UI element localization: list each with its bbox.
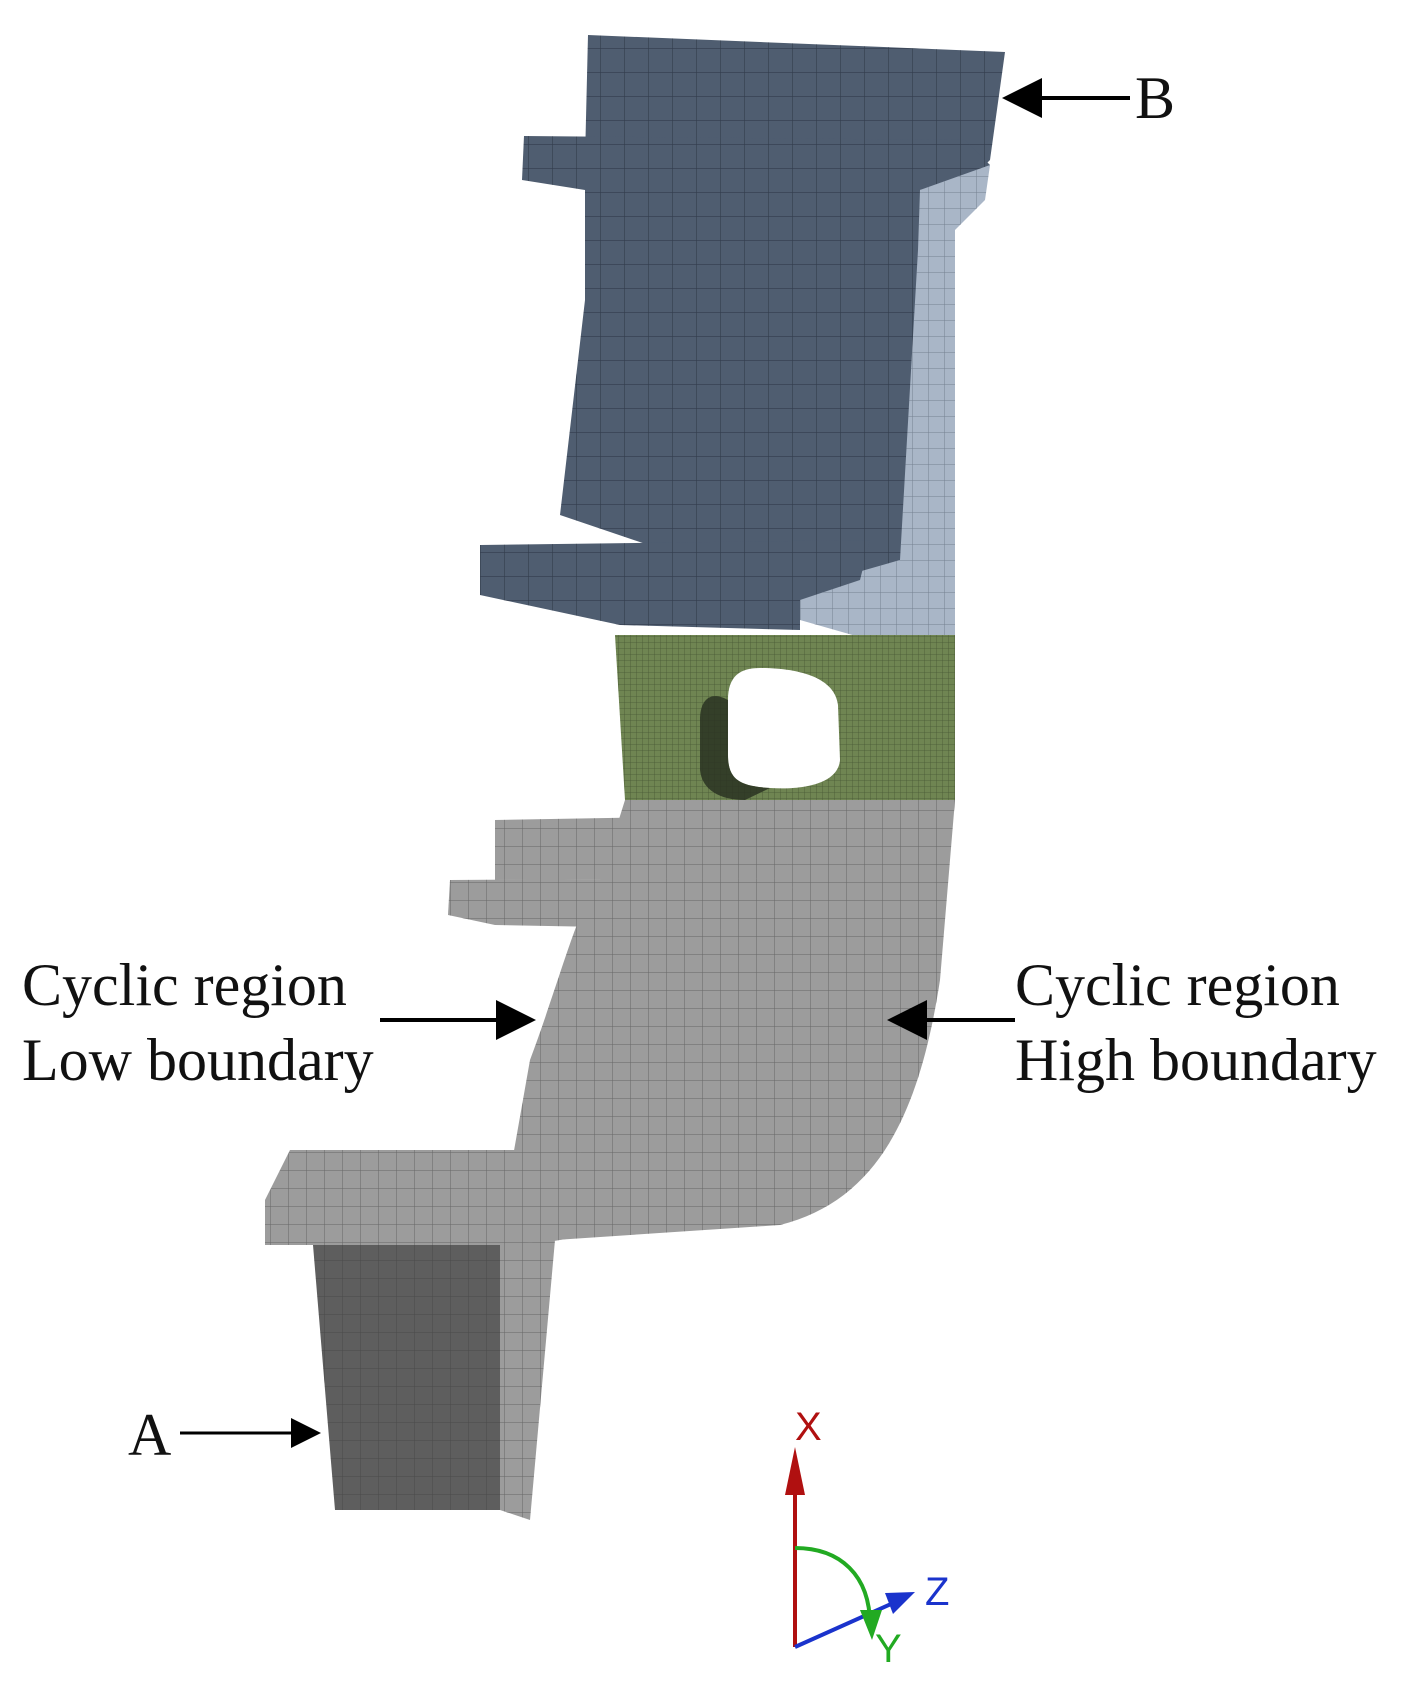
lower-disk-region <box>265 800 955 1520</box>
x-axis-label: X <box>795 1405 822 1449</box>
label-high-line2: High boundary <box>1015 1027 1377 1093</box>
z-axis-line <box>794 1598 901 1649</box>
annotations: B A Cyclic region Low boundary Cyclic re… <box>22 65 1377 1468</box>
label-a: A <box>128 1402 171 1468</box>
z-axis-label: Z <box>925 1570 949 1614</box>
y-rotation-arrowhead <box>860 1610 882 1640</box>
label-low-line2: Low boundary <box>22 1027 374 1093</box>
label-b: B <box>1135 65 1175 131</box>
y-rotation-arc <box>794 1546 872 1626</box>
label-high-line1: Cyclic region <box>1015 952 1340 1018</box>
z-axis-arrowhead <box>885 1592 915 1614</box>
interface-region <box>615 635 955 800</box>
upper-blade-region <box>480 35 1005 640</box>
coordinate-triad: X Z Y <box>785 1405 949 1671</box>
label-low-line1: Cyclic region <box>22 952 347 1018</box>
y-axis-label: Y <box>875 1627 902 1671</box>
cooling-hole-rim <box>700 696 770 800</box>
x-axis-arrowhead <box>785 1447 805 1495</box>
